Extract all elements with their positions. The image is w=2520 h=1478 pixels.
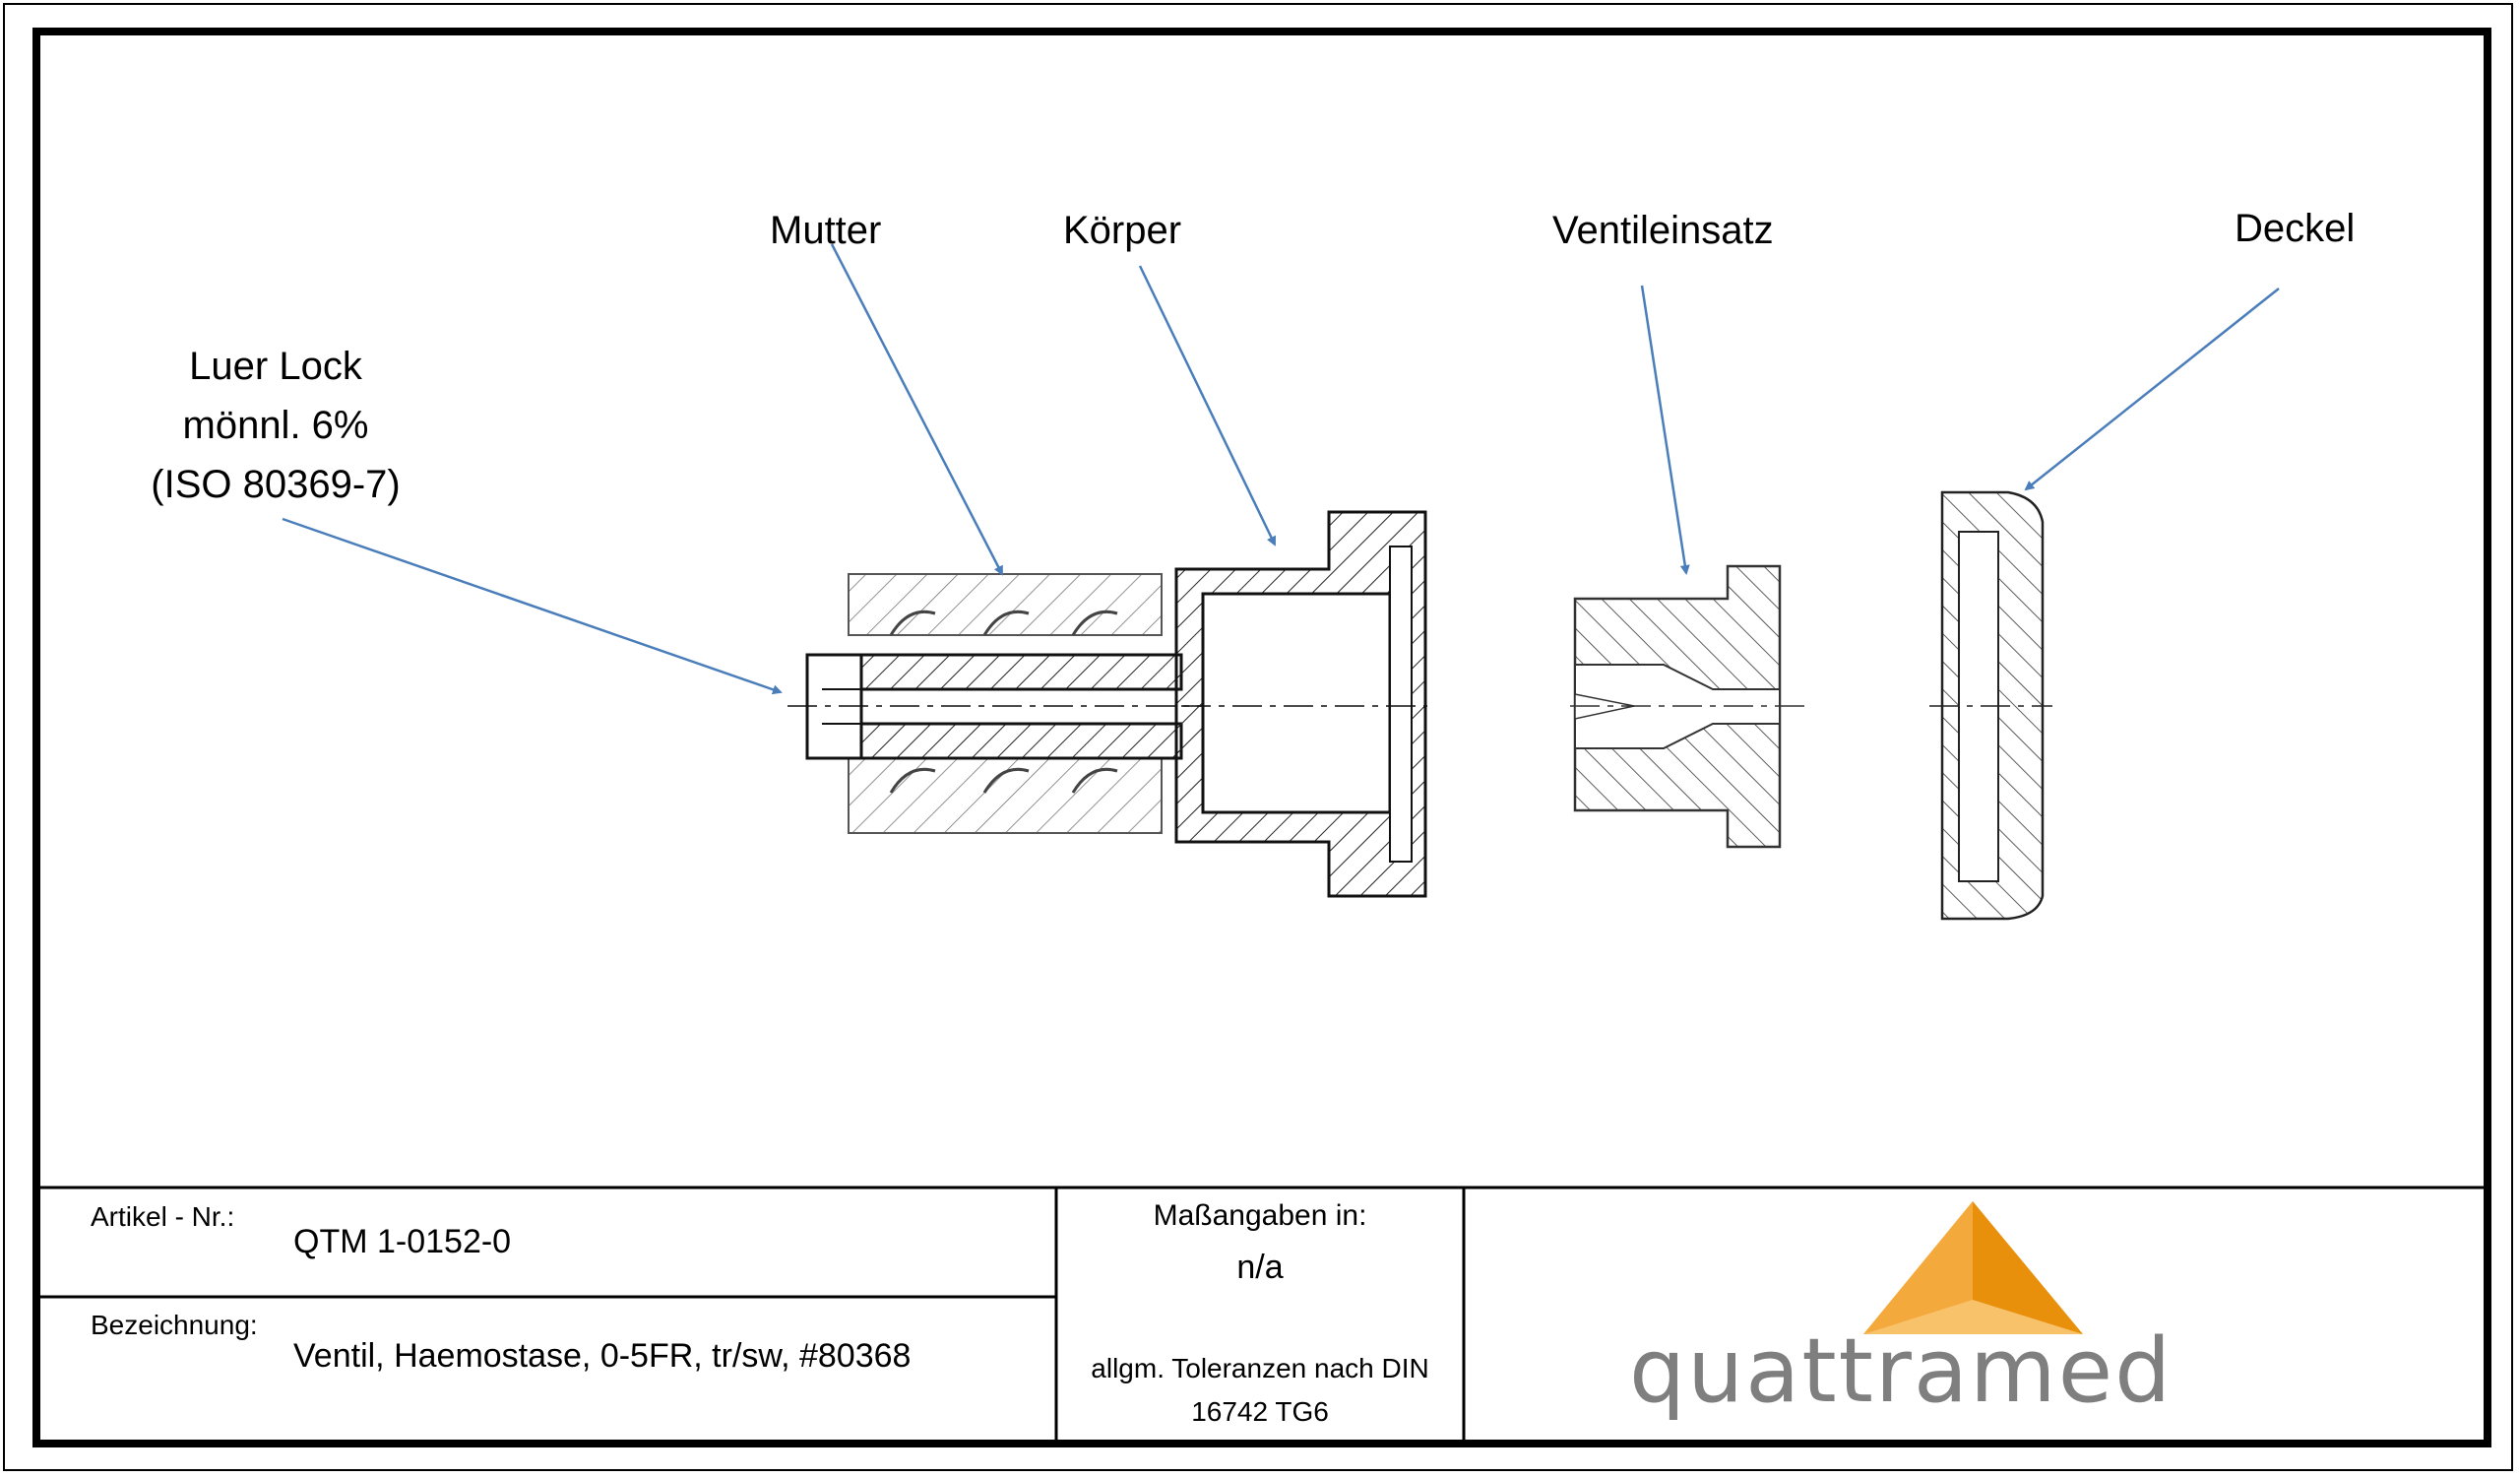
quattramed-logo-mark	[1863, 1201, 2083, 1334]
drawing-frame	[32, 28, 2491, 1447]
bezeichnung-value: Ventil, Haemostase, 0-5FR, tr/sw, #80368	[293, 1337, 912, 1375]
label-deckel: Deckel	[2235, 207, 2356, 250]
koerper-part	[1174, 510, 1427, 898]
toleranz-line1: allgm. Toleranzen nach DIN	[1091, 1353, 1429, 1383]
leader-arrows	[282, 243, 2280, 695]
artikel-label: Artikel - Nr.:	[91, 1201, 235, 1232]
bezeichnung-label: Bezeichnung:	[91, 1310, 258, 1340]
luer-lock-line3: (ISO 80369-7)	[151, 463, 401, 506]
label-koerper: Körper	[1063, 209, 1182, 252]
luer-lock-line2: mönnl. 6%	[182, 404, 369, 447]
title-block-lines	[36, 1186, 2484, 1440]
luer-cone-part	[788, 653, 1388, 760]
artikel-value: QTM 1-0152-0	[293, 1223, 512, 1260]
massangaben-value: n/a	[1236, 1249, 1284, 1286]
ventileinsatz-part	[1570, 564, 1806, 849]
arrow-ventileinsatz	[1640, 285, 1690, 575]
toleranz-line2: 16742 TG6	[1191, 1396, 1329, 1427]
label-luer-lock: Luer Lock mönnl. 6% (ISO 80369-7)	[118, 337, 433, 514]
luer-lock-line1: Luer Lock	[189, 345, 362, 388]
arrow-deckel	[2024, 288, 2280, 491]
massangaben-label: Maßangaben in:	[1153, 1199, 1367, 1232]
arrow-mutter	[830, 243, 1004, 576]
label-ventileinsatz: Ventileinsatz	[1552, 209, 1774, 252]
mutter-part	[848, 573, 1163, 834]
toleranz-text: allgm. Toleranzen nach DIN 16742 TG6	[1058, 1347, 1462, 1434]
arrow-koerper	[1138, 265, 1277, 546]
quattramed-logo-text: quattramed	[1629, 1319, 2174, 1423]
outer-border	[3, 3, 2513, 1471]
arrow-luer-lock	[282, 517, 783, 695]
deckel-part	[1929, 490, 2052, 921]
label-mutter: Mutter	[770, 209, 882, 252]
